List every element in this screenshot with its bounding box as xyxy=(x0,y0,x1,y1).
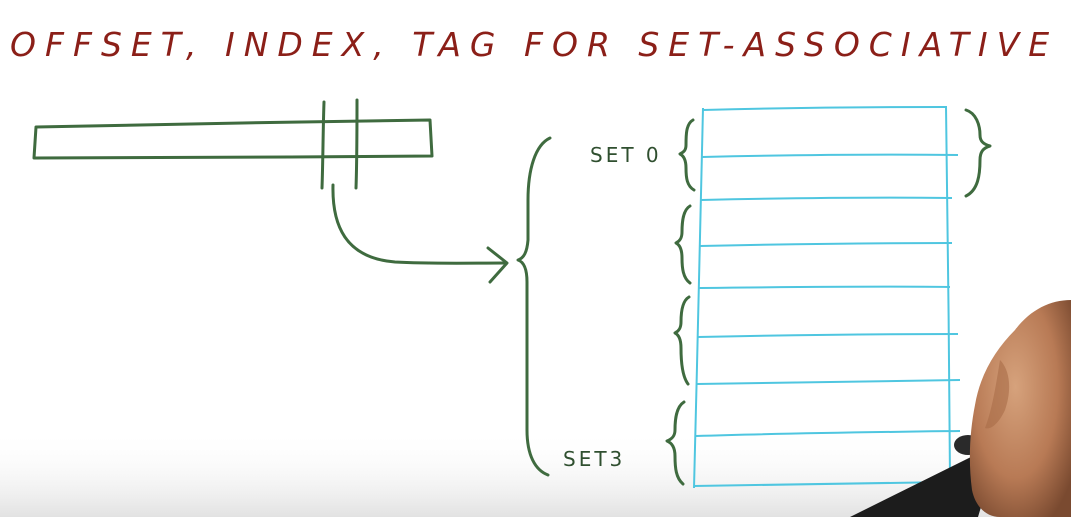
address-divider-tag-index xyxy=(320,100,326,190)
hand xyxy=(969,300,1071,517)
cache-row-line xyxy=(698,285,951,289)
set-0-label: SET 0 xyxy=(590,143,662,167)
address-divider-index-offset xyxy=(354,98,359,190)
diagram-title: OFFSET, INDEX, TAG FOR SET-ASSOCIATIVE xyxy=(10,25,1058,64)
marker xyxy=(850,453,993,517)
cache-row-line xyxy=(696,379,961,385)
cache-row-line xyxy=(702,106,947,111)
cache-row-line xyxy=(699,242,953,247)
set-3-brace xyxy=(665,400,686,486)
cache-row-line xyxy=(701,153,959,158)
all-sets-brace xyxy=(516,136,552,477)
hand-with-marker xyxy=(850,300,1071,517)
cache-row-line xyxy=(697,333,959,338)
set-0-brace xyxy=(678,118,696,192)
cache-right-edge xyxy=(945,105,951,481)
set-0-right-brace xyxy=(964,108,992,198)
cache-grid xyxy=(693,105,961,489)
cache-row-line xyxy=(695,430,961,437)
set-3-label: SET3 xyxy=(563,447,625,471)
set-2-brace xyxy=(673,295,691,386)
cache-left-edge xyxy=(693,107,704,489)
cache-row-line xyxy=(693,481,951,487)
index-arrow xyxy=(331,183,509,284)
arrow-head xyxy=(486,246,509,284)
set-1-brace xyxy=(674,204,692,285)
address-bar xyxy=(32,98,434,190)
cache-row-line xyxy=(700,196,953,201)
